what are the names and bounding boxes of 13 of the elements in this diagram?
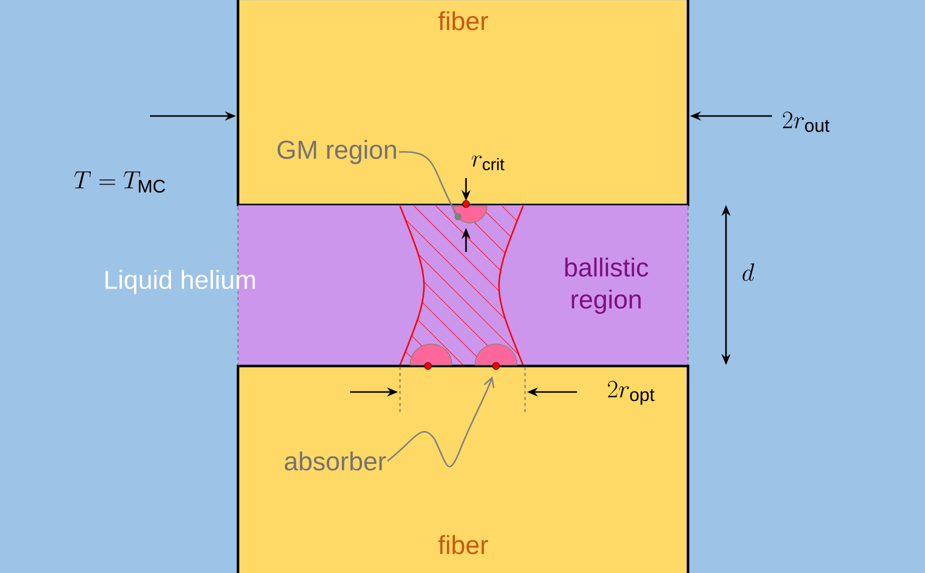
leader-line <box>387 376 494 468</box>
leader-line <box>398 151 462 220</box>
formula-label: $T = T_{\mathrm{MC}}$ <box>74 171 166 193</box>
dimension-label: $d$ <box>742 263 754 281</box>
dimension-label: $r_{\mathrm{crit}}$ <box>472 155 504 170</box>
semicircle-region <box>452 206 488 224</box>
absorber-semicircle <box>474 344 518 370</box>
absorber-semicircle <box>410 344 452 370</box>
medium-label: Liquid helium <box>106 270 255 294</box>
dimension-label: $2r_{\mathrm{opt}}$ <box>608 380 654 405</box>
leader-label: GM region <box>278 140 396 164</box>
dimension-label: $2r_{\mathrm{out}}$ <box>782 112 830 132</box>
leader-label: absorber <box>284 451 386 471</box>
